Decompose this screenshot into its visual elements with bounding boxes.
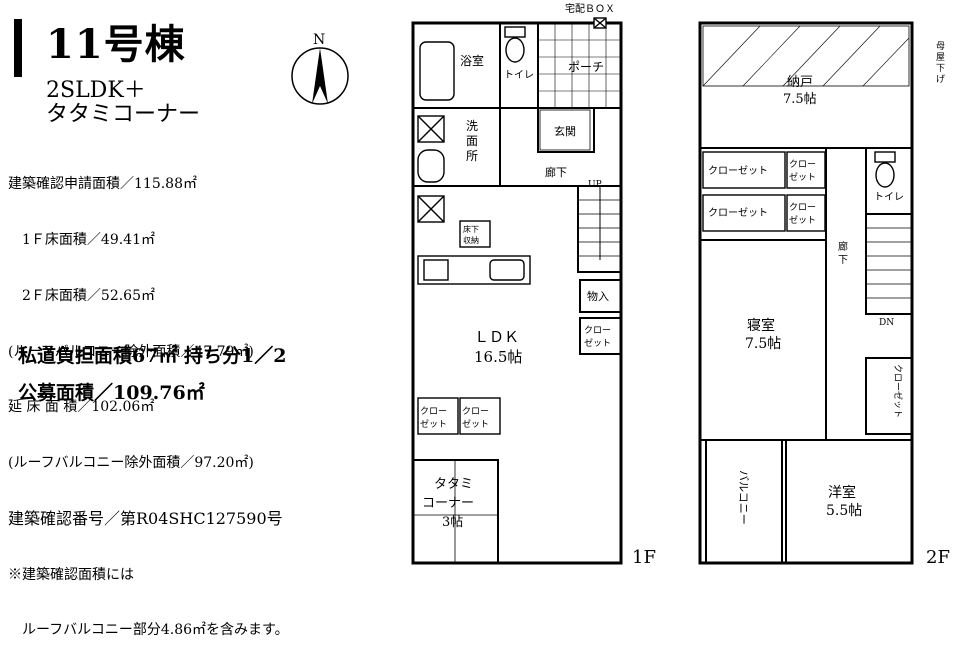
closet-wide-label: クローゼット <box>708 165 768 177</box>
floor1-label: 1F <box>632 547 656 568</box>
wash-label-2: 面 <box>466 134 478 148</box>
attic-label-1: 母 <box>936 41 945 52</box>
closet-label-1: クロー <box>420 406 447 417</box>
closet-label-2: ゼット <box>584 337 611 349</box>
underfloor-label-1: 床下 <box>463 224 479 234</box>
closet-label-2: ゼット <box>462 418 489 430</box>
area-line: 延 床 面 積／102.06㎡ <box>8 399 155 416</box>
area-line: 建築確認番号／第R04SHC127590号 <box>8 508 283 528</box>
storage-label: 物入 <box>587 289 609 303</box>
floor1-labels: 宅配ＢＯＸ 浴室 トイレ ポーチ 洗 面 所 玄関 廊下 UP 床下 収納 物入… <box>420 2 656 568</box>
closet-wide-label: クローゼット <box>708 207 768 219</box>
area-line: 1Ｆ床面積／49.41㎡ <box>8 231 155 248</box>
wash-label-1: 洗 <box>466 119 478 133</box>
nando-label: 納戸 <box>787 75 813 90</box>
closet-label-2: ゼット <box>420 418 447 430</box>
western-label: 洋室 <box>828 484 856 501</box>
bedroom-label: 寝室 <box>747 317 775 334</box>
hall-label: 廊下 <box>545 165 567 179</box>
hall-label-1: 廊 <box>838 240 848 253</box>
closet-vertical-label: クローゼット <box>892 364 904 418</box>
closet-label-1: クロー <box>462 406 489 417</box>
bedroom-size-label: 7.5帖 <box>745 336 781 352</box>
closet-label-1: クロー <box>584 325 611 336</box>
delivery-box-label: 宅配ＢＯＸ <box>565 2 615 15</box>
area-line: ※建築確認面積には <box>8 566 134 583</box>
area-line: ルーフバルコニー部分4.86㎡を含みます。 <box>8 622 289 639</box>
ldk-label: ＬＤＫ <box>474 328 519 346</box>
closet-label-1: クロー <box>789 202 816 213</box>
floorplan-drawing: N <box>291 2 950 568</box>
shared-road-area: 私道負担面積67㎡ 持ち分1／2 <box>18 345 287 367</box>
floor2-labels: 母 屋 下 げ 納戸 7.5帖 クローゼット クロー ゼット クローゼット クロ… <box>708 41 950 568</box>
dn-label: DN <box>879 318 894 328</box>
tatami-label-3: 3帖 <box>442 515 463 530</box>
ldk-size-label: 16.5帖 <box>474 348 522 366</box>
closet-label-2: ゼット <box>789 214 816 226</box>
compass-north-label: N <box>313 32 325 48</box>
floor2-plan <box>698 21 914 565</box>
floor2-label: 2F <box>926 547 950 568</box>
attic-label-4: げ <box>936 74 945 85</box>
area-line: 建築確認申請面積／115.88㎡ <box>8 176 197 193</box>
area-line: (ルーフバルコニー除外面積／97.20㎡) <box>8 455 254 472</box>
compass-icon: N <box>291 32 349 105</box>
balcony-label: バルコニー <box>737 470 750 525</box>
public-area: 公募面積／109.76㎡ <box>18 382 205 404</box>
closet-label-1: クロー <box>789 159 816 170</box>
building-title: 11号棟 <box>46 21 186 68</box>
underfloor-label-2: 収納 <box>463 235 479 245</box>
tatami-label-1: タタミ <box>434 477 473 492</box>
closet-label-2: ゼット <box>789 171 816 183</box>
toilet-label: トイレ <box>504 70 534 81</box>
up-label: UP <box>588 180 602 190</box>
area-line: (ルーフバルコニー除外面積／47.79㎡) <box>8 343 254 360</box>
title-accent-bar <box>14 19 22 77</box>
attic-label-3: 下 <box>936 64 945 74</box>
bath-label: 浴室 <box>460 53 484 68</box>
wash-label-3: 所 <box>466 149 478 163</box>
nando-size-label: 7.5帖 <box>783 92 817 107</box>
hall-label-2: 下 <box>838 255 848 266</box>
porch-label: ポーチ <box>568 60 604 74</box>
layout-type-sub: タタミコーナー <box>46 102 201 127</box>
attic-label-2: 屋 <box>936 52 945 63</box>
tatami-label-2: コーナー <box>422 496 474 511</box>
toilet-label: トイレ <box>874 192 904 203</box>
area-line: 2Ｆ床面積／52.65㎡ <box>8 287 155 304</box>
floor1-plan <box>411 17 623 565</box>
western-size-label: 5.5帖 <box>826 503 862 519</box>
entrance-label: 玄関 <box>554 124 576 138</box>
layout-type: 2SLDK＋ <box>46 78 146 103</box>
